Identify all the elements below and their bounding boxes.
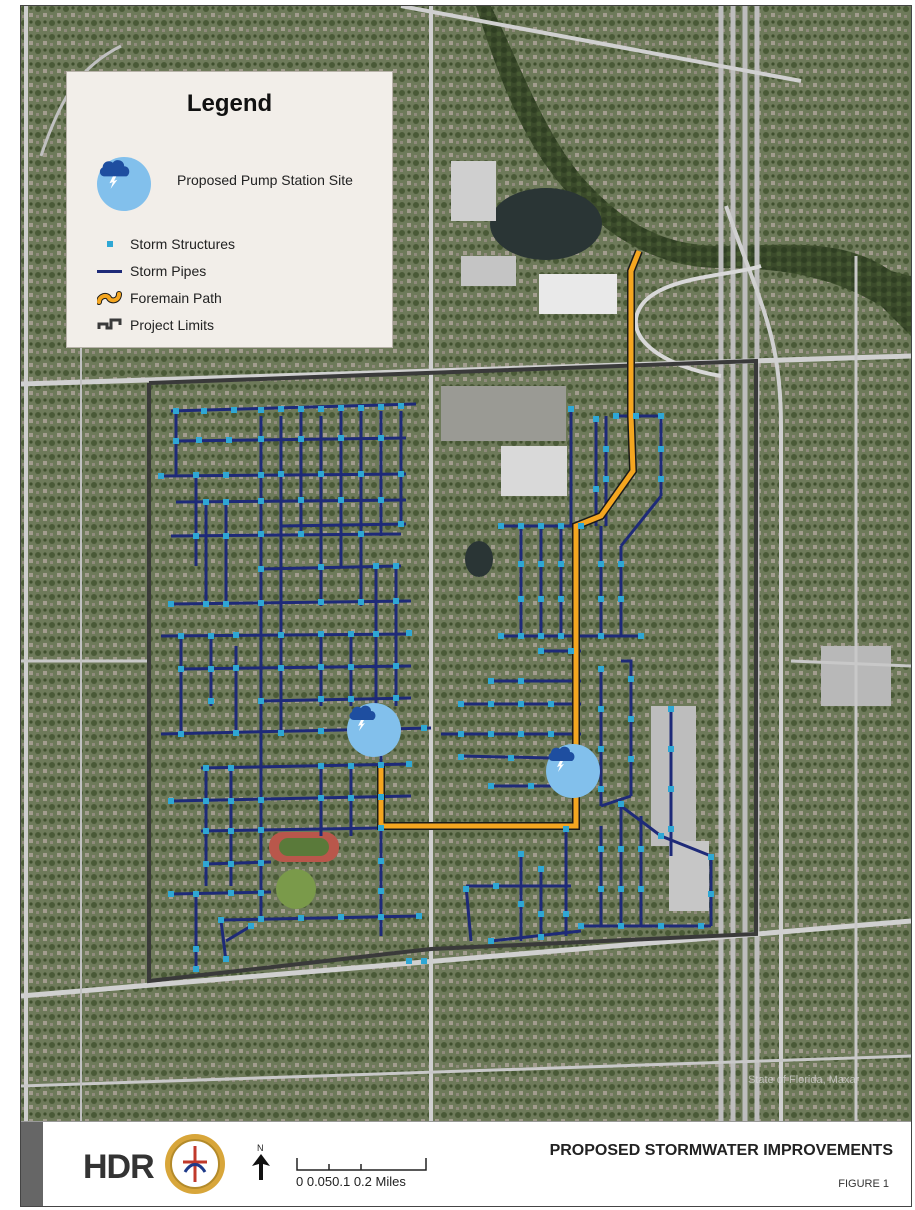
legend-item-foremain-path: Foremain Path <box>97 288 222 308</box>
legend-item-storm-pipes: Storm Pipes <box>97 261 206 281</box>
storm-pipes <box>160 402 713 971</box>
pump-station-icon <box>97 157 151 211</box>
north-label: N <box>257 1143 264 1153</box>
city-seal-icon <box>163 1132 227 1196</box>
storm-structures <box>158 403 714 972</box>
parking-lot <box>441 386 566 441</box>
project-limits-icon <box>97 315 122 335</box>
storm-cloud-icon <box>99 160 130 189</box>
highway-ramp <box>724 205 783 1121</box>
river-corridor <box>476 6 911 336</box>
foremain-path-icon <box>97 288 122 308</box>
commercial-building <box>539 274 617 314</box>
legend-item-label: Storm Pipes <box>130 263 207 279</box>
commercial-building <box>501 446 567 496</box>
major-road <box>21 918 911 999</box>
legend-item-label: Storm Structures <box>130 236 236 252</box>
commercial-building <box>451 161 496 221</box>
legend-item-label: Foremain Path <box>130 290 222 306</box>
storm-pipe-icon <box>97 261 122 281</box>
figure-footer: HDR N 0 0.050.1 0.2 Miles PROPOSED STORM <box>21 1121 911 1206</box>
storm-structure-icon <box>97 234 122 254</box>
aerial-map[interactable]: State of Florida, Maxar Legend Proposed … <box>21 6 911 1121</box>
major-road <box>790 659 911 668</box>
legend-item-project-limits: Project Limits <box>97 315 214 335</box>
north-arrow-icon: N <box>249 1142 273 1182</box>
major-road <box>21 1054 911 1088</box>
highway <box>718 6 760 1121</box>
storm-cloud-icon <box>548 746 575 772</box>
pump-station-site-east[interactable] <box>546 744 600 798</box>
storm-cloud-icon <box>349 705 376 731</box>
legend-item-label: Project Limits <box>130 317 215 333</box>
lake <box>490 188 602 260</box>
scale-bar-labels: 0 0.050.1 0.2 Miles <box>296 1174 406 1189</box>
legend-title: Legend <box>186 90 273 117</box>
pump-station-site-west[interactable] <box>347 703 401 757</box>
figure-title: PROPOSED STORMWATER IMPROVEMENTS <box>549 1142 893 1159</box>
footer-stripe <box>21 1122 43 1206</box>
major-road <box>400 6 802 83</box>
figure-number: FIGURE 1 <box>838 1178 889 1190</box>
map-layer <box>21 6 911 1121</box>
legend-item-storm-structures: Storm Structures <box>97 234 235 254</box>
scale-bar <box>291 1150 481 1190</box>
hdr-logo: HDR <box>83 1148 155 1186</box>
imagery-attribution: State of Florida, Maxar <box>748 1074 860 1086</box>
ball-field <box>276 869 316 909</box>
pond <box>465 541 493 577</box>
commercial-building <box>461 256 516 286</box>
foremain-path <box>377 249 643 830</box>
legend-item-pump-station-label: Proposed Pump Station Site <box>177 172 353 188</box>
project-limits-boundary <box>147 358 758 984</box>
map-legend: Legend Proposed Pump Station Site Storm … <box>66 71 393 348</box>
commercial-building <box>651 706 696 846</box>
map-figure: State of Florida, Maxar Legend Proposed … <box>20 5 912 1207</box>
